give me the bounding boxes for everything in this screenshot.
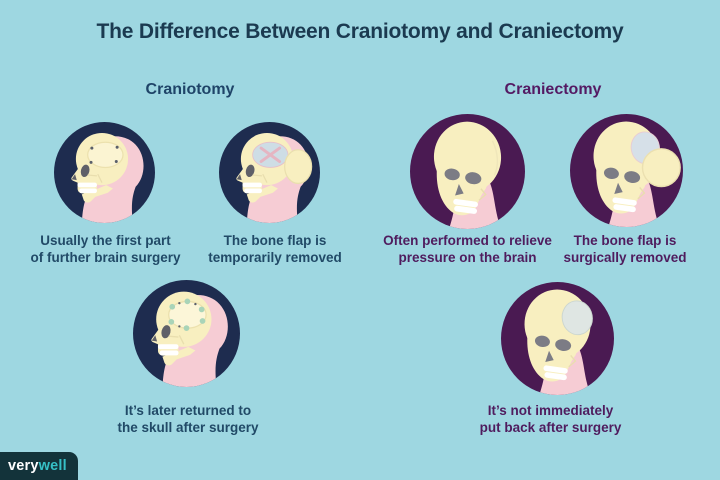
craniotomy-step2-skull-side-icon [219, 122, 320, 223]
craniectomy-step1-skull-icon [410, 114, 525, 229]
craniectomy-step2-skull-icon [570, 114, 683, 227]
craniotomy-step1-skull-side-icon [54, 122, 155, 223]
caption-craniotomy-step1: Usually the first part of further brain … [30, 233, 181, 265]
caption-craniotomy-step2: The bone flap is temporarily removed [208, 233, 342, 265]
caption-craniectomy-step2: The bone flap is surgically removed [563, 233, 687, 265]
verywell-logo-well: well [38, 458, 67, 474]
craniectomy-step3-skull-icon [501, 282, 614, 395]
caption-craniectomy-step3: It’s not immediately put back after surg… [479, 403, 622, 435]
craniotomy-step3-skull-side-icon [133, 280, 240, 387]
caption-craniectomy-step1: Often performed to relieve pressure on t… [383, 233, 552, 265]
craniotomy-heading: Craniotomy [145, 81, 235, 98]
craniectomy-heading: Craniectomy [504, 81, 602, 98]
caption-craniotomy-step3: It’s later returned to the skull after s… [117, 403, 259, 435]
verywell-logo-very: very [8, 458, 39, 474]
page-title: The Difference Between Craniotomy and Cr… [96, 20, 624, 43]
